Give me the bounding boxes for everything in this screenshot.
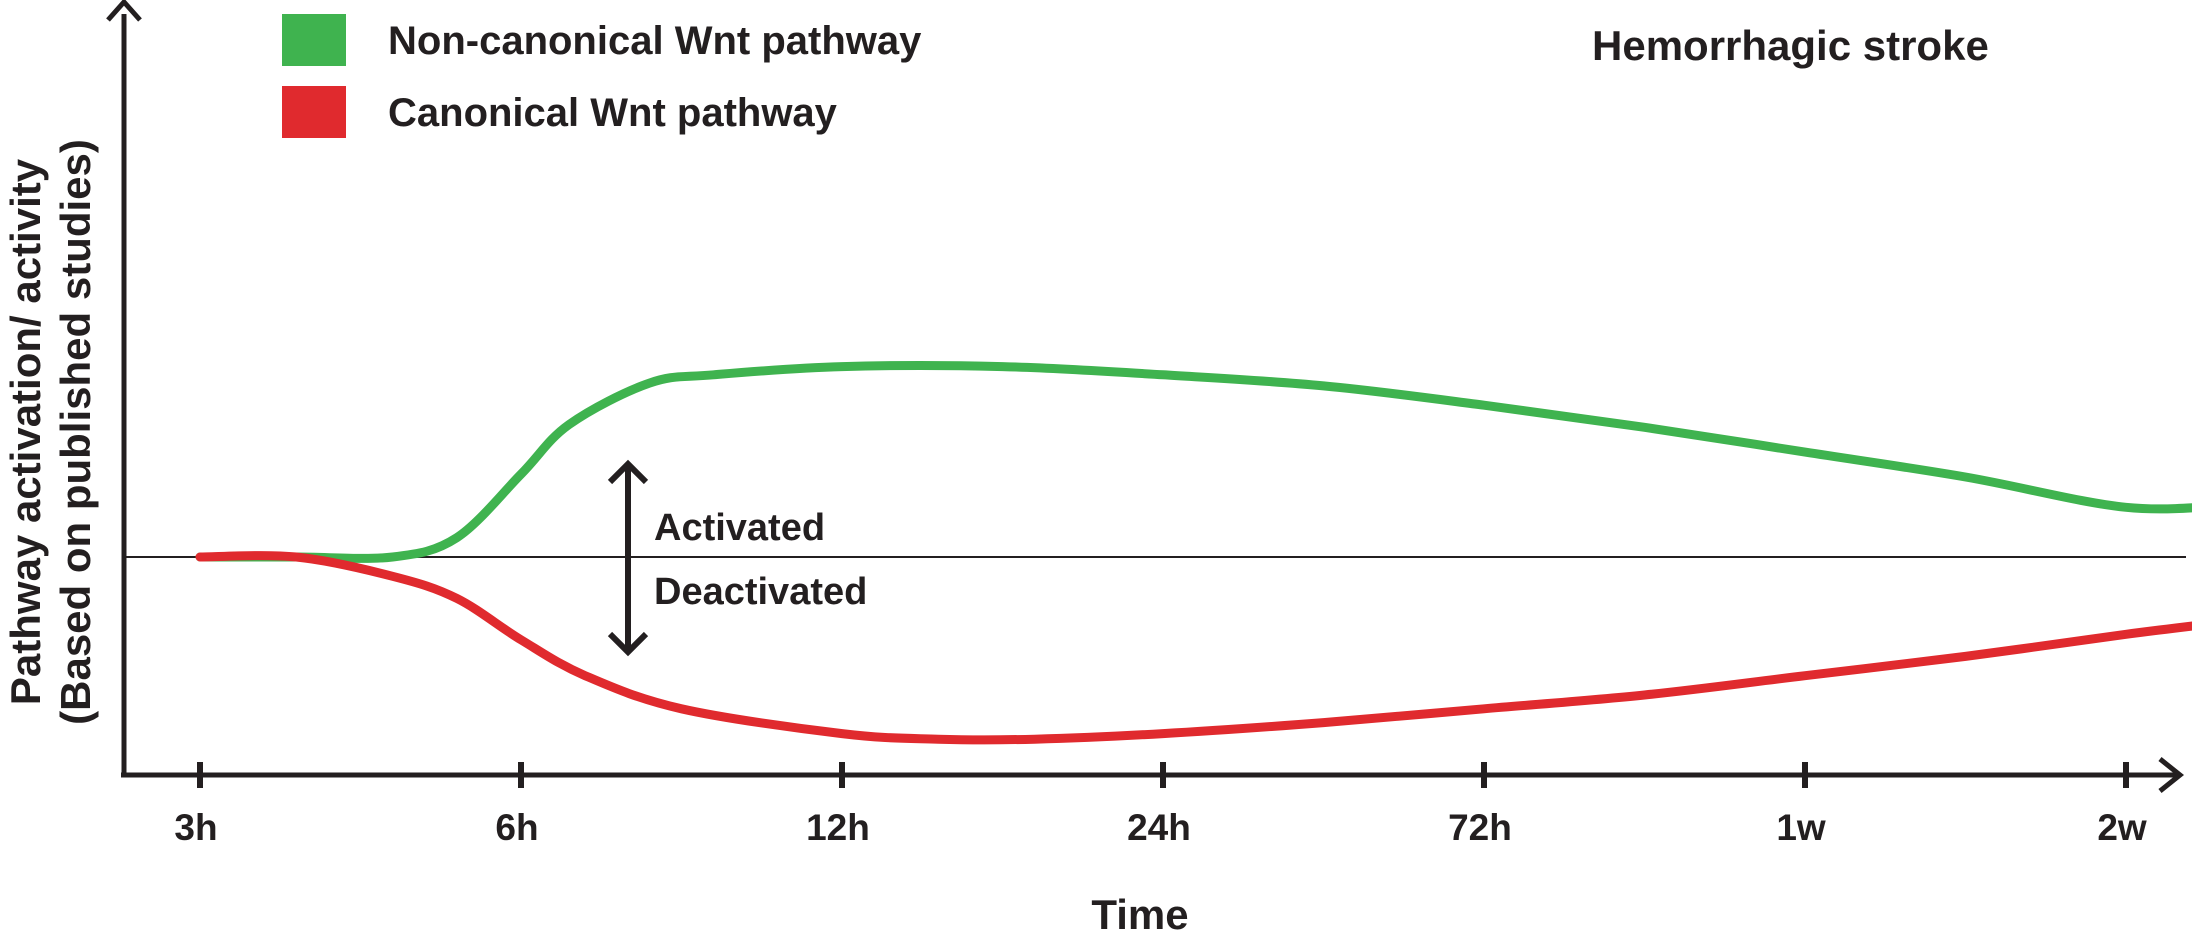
x-tick-label-12h: 12h: [806, 807, 870, 848]
x-axis-arrowhead: [2158, 757, 2185, 793]
chart-title: Hemorrhagic stroke: [1592, 22, 1989, 69]
x-tick-label-3h: 3h: [174, 807, 217, 848]
legend: Non-canonical Wnt pathway Canonical Wnt …: [282, 14, 922, 138]
y-axis-arrowhead: [106, 0, 142, 22]
x-ticks: [197, 762, 2129, 788]
x-tick-label-24h: 24h: [1127, 807, 1191, 848]
double-arrow-down-head: [607, 631, 649, 657]
activation-annotation: Activated Deactivated: [607, 459, 867, 657]
y-axis-title: Pathway activation/ activity (Based on p…: [2, 139, 99, 725]
legend-swatch-canonical: [282, 86, 346, 138]
deactivated-label: Deactivated: [654, 571, 867, 613]
x-tick-label-1w: 1w: [1776, 807, 1826, 848]
series-line-canonical: [195, 551, 2192, 745]
legend-swatch-non-canonical: [282, 14, 346, 66]
x-tick-label-6h: 6h: [495, 807, 538, 848]
y-axis-title-line1: Pathway activation/ activity: [2, 158, 49, 705]
y-axis-title-line2: (Based on published studies): [52, 139, 99, 725]
double-arrow-up-head: [607, 459, 649, 485]
x-axis-title: Time: [1091, 891, 1188, 936]
legend-label-canonical: Canonical Wnt pathway: [388, 91, 838, 135]
activated-label: Activated: [654, 507, 825, 549]
series-line-non-canonical: [195, 361, 2192, 563]
x-tick-label-72h: 72h: [1448, 807, 1512, 848]
axes: [106, 0, 2186, 793]
legend-label-non-canonical: Non-canonical Wnt pathway: [388, 19, 922, 63]
x-tick-labels: 3h 6h 12h 24h 72h 1w 2w: [174, 807, 2146, 848]
x-tick-label-2w: 2w: [2097, 807, 2147, 848]
series-group: [195, 361, 2192, 745]
